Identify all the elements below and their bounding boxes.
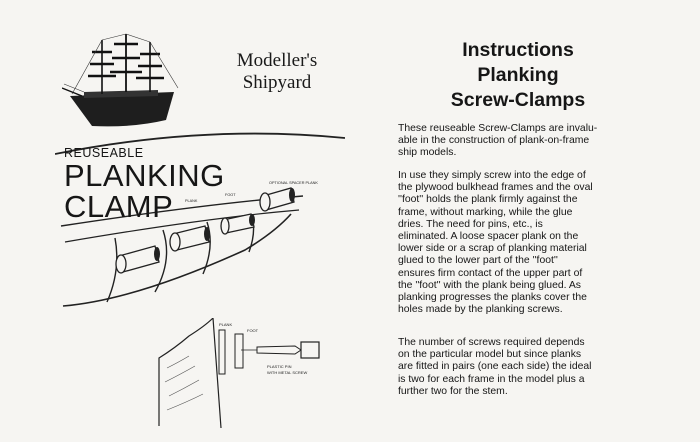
p2-line: the plywood bulkhead frames and the oval <box>398 182 593 194</box>
label-spacer-plank: OPTIONAL SPACER PLANK <box>269 181 318 185</box>
p1-line: These reuseable Screw-Clamps are invalu- <box>398 123 598 134</box>
clamp-heading: CLAMP <box>64 189 174 224</box>
detail-label-plank: PLANK <box>219 322 232 327</box>
detail-label-foot: FOOT <box>247 328 259 333</box>
label-plank: PLANK <box>185 199 198 203</box>
label-foot: FOOT <box>225 193 236 197</box>
p3-line: on the particular model but since planks <box>398 349 582 361</box>
quantity-paragraph: The number of screws required depends on… <box>398 337 638 398</box>
p1-line: able in the construction of plank-on-fra… <box>398 135 590 147</box>
p2-line: lower side or a scrap of planking materi… <box>398 243 587 255</box>
brand-line-2: Shipyard <box>242 72 312 93</box>
p2-line: the ''foot'' with the plank being glued.… <box>398 279 581 291</box>
planking-heading: PLANKING <box>64 158 225 193</box>
sailing-ship-illustration <box>62 33 179 127</box>
p3-line: are fitted in pairs (one each side) the … <box>398 361 592 373</box>
intro-paragraph: These reuseable Screw-Clamps are invalu-… <box>398 123 638 160</box>
p3-line: further two for the stem. <box>398 385 508 397</box>
pin-note-1: PLASTIC PIN <box>267 364 292 369</box>
p1-line: ship models. <box>398 147 457 159</box>
p2-line: frame, without marking, while the glue <box>398 206 573 218</box>
title-line-2: Planking <box>477 64 559 86</box>
title-line-3: Screw-Clamps <box>450 89 586 111</box>
planking-clamp-diagram: PLANK FOOT OPTIONAL SPACER PLANK <box>55 132 345 307</box>
reuseable-label: REUSEABLE <box>64 146 144 160</box>
p2-line: ensures firm contact of the upper part o… <box>398 267 583 279</box>
brand-line-1: Modeller's <box>236 50 318 71</box>
clamp-detail-diagram: PLANK FOOT PLASTIC PIN WITH METAL SCREW <box>158 318 320 429</box>
p2-line: ''foot'' holds the plank firmly against … <box>398 194 578 206</box>
p2-line: planking progresses the planks cover the <box>398 292 587 304</box>
usage-paragraph: In use they simply screw into the edge o… <box>398 170 638 316</box>
p3-line: The number of screws required depends <box>398 337 585 348</box>
p2-line: eliminated. A loose spacer plank on the <box>398 231 579 243</box>
pin-note-2: WITH METAL SCREW <box>267 370 307 375</box>
p2-line: dries. The need for pins, etc., is <box>398 218 543 230</box>
brand-name: Modeller's Shipyard <box>212 50 342 94</box>
p2-line: holes made by the planking screws. <box>398 304 563 316</box>
title-line-1: Instructions <box>462 39 574 61</box>
p2-line: In use they simply screw into the edge o… <box>398 170 586 181</box>
p3-line: is two for each frame in the model plus … <box>398 373 585 385</box>
instructions-title: Instructions Planking Screw-Clamps <box>398 38 638 113</box>
p2-line: glued to the lower part of the ''foot'' <box>398 255 558 267</box>
